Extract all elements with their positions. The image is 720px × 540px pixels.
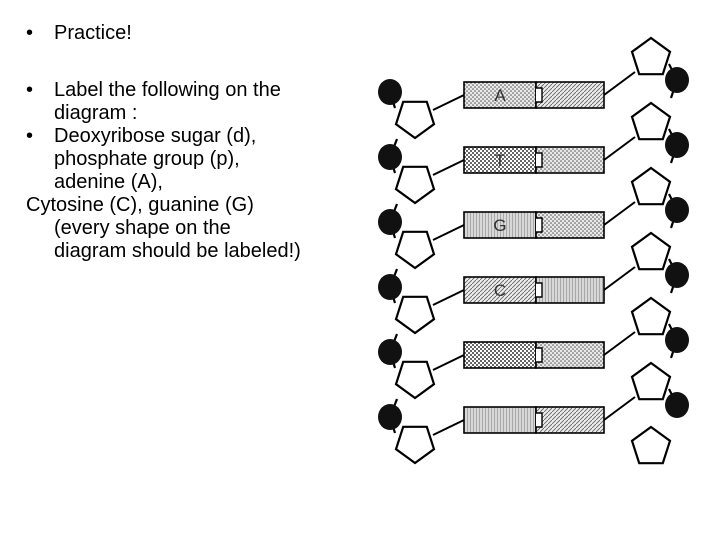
nitrogen-base-right: [535, 406, 605, 434]
base-letter-A: A: [494, 86, 506, 105]
deoxyribose-sugar-right: [630, 231, 672, 271]
base-pair-notch: [536, 347, 543, 363]
sugar-base-bond: [432, 94, 465, 111]
base-pair-notch: [536, 87, 543, 103]
deoxyribose-sugar-right: [630, 166, 672, 206]
base-pair-notch: [536, 282, 543, 298]
phosphate-group-right: [665, 392, 689, 418]
instructions-text: • Practice! • Label the following on the…: [26, 22, 366, 263]
base-letter-C: C: [494, 281, 506, 300]
sugar-base-bond: [432, 224, 465, 241]
nitrogen-base-left: [463, 341, 537, 369]
phosphate-group-left: [378, 339, 402, 365]
base-letter-G: G: [493, 216, 506, 235]
bullet-line: Label the following on the: [54, 79, 281, 101]
sugar-base-bond: [432, 159, 465, 176]
base-pair-notch: [536, 412, 543, 428]
deoxyribose-sugar-left: [394, 165, 436, 205]
phosphate-group-right: [665, 132, 689, 158]
deoxyribose-sugar-right: [630, 425, 672, 465]
bullet-line: adenine (A),: [54, 171, 163, 193]
deoxyribose-sugar-right: [630, 36, 672, 76]
nitrogen-base-right: [535, 146, 605, 174]
sugar-base-bond: [432, 419, 465, 436]
nitrogen-base-left: [463, 211, 537, 239]
deoxyribose-sugar-right: [630, 361, 672, 401]
base-letter-T: T: [495, 151, 505, 170]
phosphate-group-left: [378, 404, 402, 430]
nitrogen-base-right: [535, 211, 605, 239]
bullet-line: diagram :: [54, 102, 138, 124]
nitrogen-base-left: [463, 406, 537, 434]
sugar-base-bond: [603, 266, 636, 291]
phosphate-group-left: [378, 274, 402, 300]
bullet-practice: • Practice!: [26, 22, 366, 45]
bullet-marker: •: [26, 125, 34, 147]
base-pair-notch: [536, 217, 543, 233]
sugar-base-bond: [603, 136, 636, 161]
sugar-base-bond: [603, 201, 636, 226]
bullet-line: Deoxyribose sugar (d),: [54, 125, 257, 147]
nitrogen-base-right: [535, 81, 605, 109]
nitrogen-base-left: [463, 81, 537, 109]
deoxyribose-sugar-left: [394, 360, 436, 400]
bullet-line: phosphate group (p),: [54, 148, 240, 170]
phosphate-group-left: [378, 144, 402, 170]
nitrogen-base-right: [535, 341, 605, 369]
phosphate-group-right: [665, 327, 689, 353]
deoxyribose-sugar-left: [394, 230, 436, 270]
sugar-base-bond: [432, 289, 465, 306]
deoxyribose-sugar-right: [630, 101, 672, 141]
phosphate-group-right: [665, 67, 689, 93]
sugar-base-bond: [603, 331, 636, 356]
dna-ladder-diagram: A T G C: [378, 36, 689, 465]
bullet-marker: •: [26, 22, 34, 44]
bullet-terms: • Deoxyribose sugar (d), phosphate group…: [26, 125, 366, 194]
phosphate-group-left: [378, 79, 402, 105]
sugar-base-bond: [603, 71, 636, 96]
tail-line-2: (every shape on the: [54, 217, 231, 239]
deoxyribose-sugar-left: [394, 425, 436, 465]
deoxyribose-sugar-left: [394, 100, 436, 140]
sugar-base-bond: [603, 396, 636, 421]
deoxyribose-sugar-right: [630, 296, 672, 336]
base-pair-notch: [536, 152, 543, 168]
phosphate-group-right: [665, 262, 689, 288]
bullet-label-instruction: • Label the following on the diagram :: [26, 79, 366, 125]
tail-line-1: Cytosine (C), guanine (G): [26, 194, 254, 216]
sugar-base-bond: [432, 354, 465, 371]
deoxyribose-sugar-left: [394, 295, 436, 335]
tail-line-3: diagram should be labeled!): [54, 240, 301, 262]
bullet-marker: •: [26, 79, 34, 101]
nitrogen-base-left: [463, 146, 537, 174]
nitrogen-base-right: [535, 276, 605, 304]
nitrogen-base-left: [463, 276, 537, 304]
phosphate-group-left: [378, 209, 402, 235]
bullet-line: Practice!: [54, 22, 132, 44]
phosphate-group-right: [665, 197, 689, 223]
